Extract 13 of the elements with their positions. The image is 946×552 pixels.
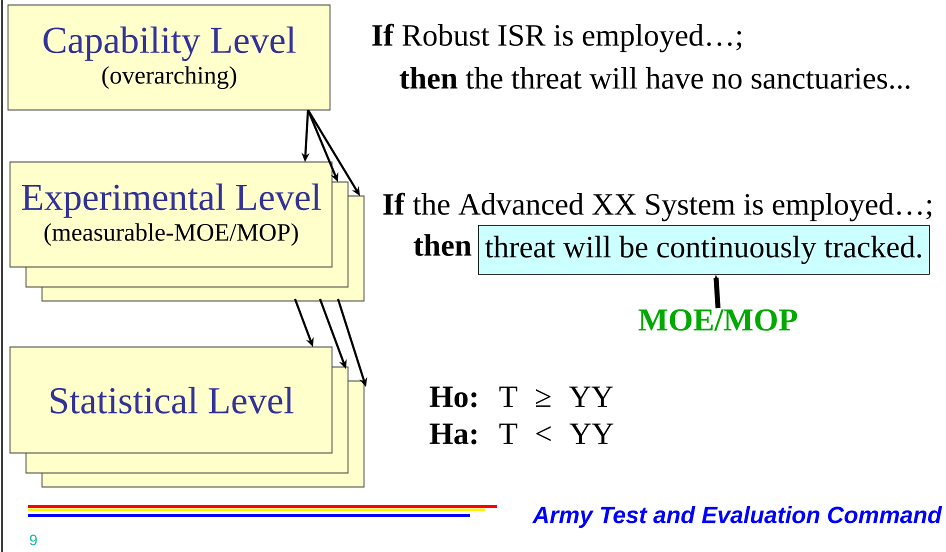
stacked-box: Experimental Level (measurable-MOE/MOP) — [10, 162, 364, 302]
highlight-box: threat will be continuously tracked. — [478, 225, 930, 275]
statement-text: then the threat will have no sanctuaries... — [400, 67, 910, 89]
stacked-box: Statistical Level — [10, 346, 364, 488]
statement-text: If the Advanced XX System is employed…; — [383, 192, 932, 222]
hypothesis-text: Ha: T < YY — [430, 424, 614, 444]
hypothesis-text: Ho: T ≥ YY — [430, 386, 613, 408]
footer-text: Army Test and Evaluation Command — [532, 506, 942, 528]
annotation-text: MOE/MOP — [638, 309, 798, 331]
statement-text: then — [414, 234, 472, 256]
statement-text: If Robust ISR is employed…; — [372, 24, 742, 52]
level-box: Capability Level (overarching) — [8, 4, 330, 110]
page-number: 9 — [30, 534, 37, 546]
